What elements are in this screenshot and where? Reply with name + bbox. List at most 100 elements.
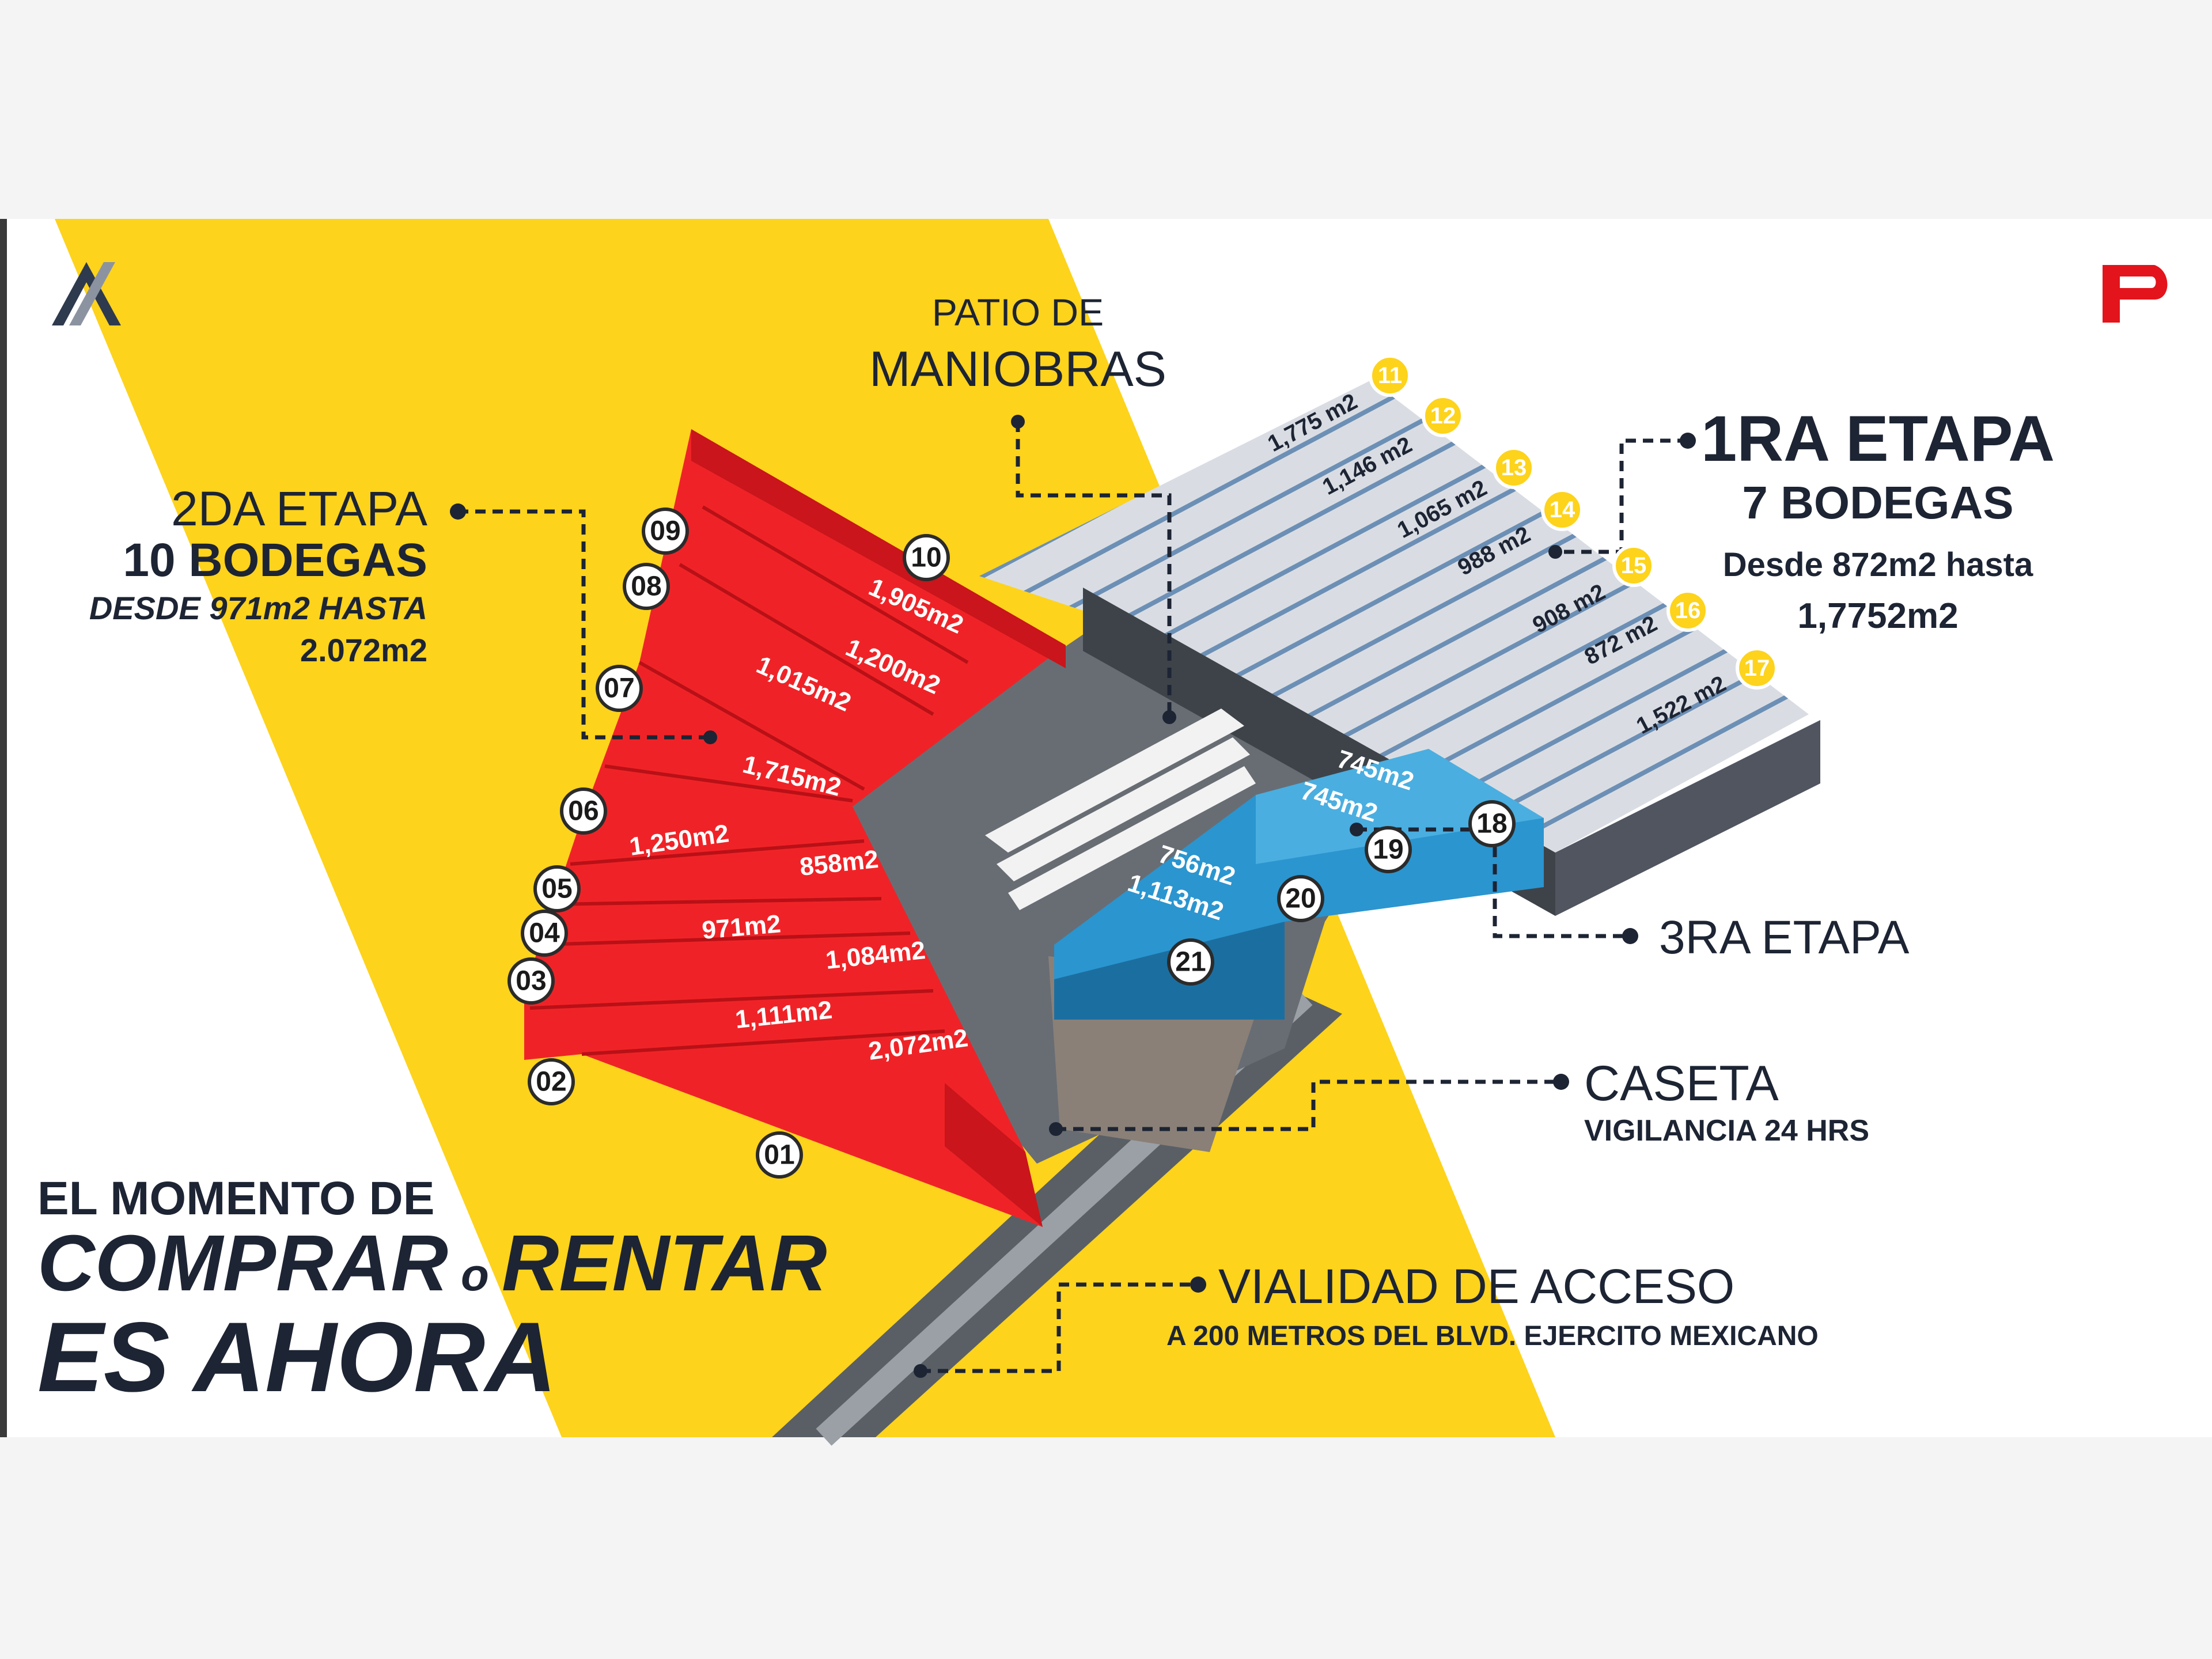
stage2-range-line2: 2.072m2 (300, 632, 427, 668)
stage2-dividers (529, 505, 969, 1056)
lot-marker-05-circle (533, 865, 581, 912)
lot-marker-02-number: 02 (536, 1067, 566, 1097)
lot-marker-18: 18 (1468, 800, 1516, 847)
lot-marker-20-number: 20 (1285, 884, 1316, 914)
lot-marker-14-number: 14 (1550, 497, 1575, 522)
headline-rentar: RENTAR (502, 1219, 827, 1308)
lot-marker-01: 01 (756, 1131, 803, 1179)
stage2-count: 10 BODEGAS (123, 534, 427, 586)
lot-marker-05: 05 (533, 865, 581, 912)
lot-marker-03-circle (507, 957, 555, 1005)
stage2-red-block (524, 429, 1066, 1227)
lot-marker-18-number: 18 (1476, 809, 1507, 839)
stage1-dot-start (1680, 433, 1696, 449)
lot-marker-04: 04 (521, 910, 568, 957)
access-dot-end (1190, 1277, 1206, 1293)
lot-marker-01-circle (756, 1131, 803, 1179)
lot-marker-10: 10 (903, 534, 950, 581)
lot-marker-03-number: 03 (516, 966, 546, 997)
lot-marker-12-circle (1422, 395, 1464, 437)
patio-dot-bottom (1162, 710, 1176, 724)
lot-marker-13-number: 13 (1501, 455, 1527, 480)
lot-marker-02: 02 (528, 1058, 575, 1105)
lot-marker-10-circle (903, 534, 950, 581)
lot-marker-13-circle (1493, 446, 1535, 489)
stage2-dot-end (703, 730, 717, 744)
headline-line3: ES AHORA (37, 1302, 557, 1412)
lot-area-04: 971m2 (701, 910, 782, 945)
p-logo-icon (2103, 265, 2168, 323)
stage2-red-front (945, 1083, 1043, 1227)
lot-marker-20-circle (1277, 875, 1324, 922)
lot-marker-04-circle (521, 910, 568, 957)
triangle-logo-icon (52, 262, 121, 325)
stage3-leader (1357, 827, 1630, 938)
lot-marker-13: 13 (1493, 446, 1535, 489)
lot-marker-08: 08 (623, 563, 670, 610)
lot-marker-19-circle (1365, 826, 1412, 873)
lot-marker-09-circle (642, 507, 689, 555)
lot-marker-15: 15 (1612, 544, 1655, 587)
lot-marker-14: 14 (1541, 488, 1584, 531)
access-leader (921, 1282, 1198, 1373)
patio-label-line2: MANIOBRAS (869, 342, 1166, 397)
caseta-dot-start (1049, 1122, 1063, 1136)
stage2-count-number: 10 (123, 534, 175, 586)
lot-marker-06-circle (560, 787, 607, 835)
lot-marker-08-circle (623, 563, 670, 610)
headline-line2: COMPRAR o RENTAR (37, 1219, 827, 1308)
lot-marker-07-number: 07 (604, 673, 634, 704)
stage2-leader (458, 509, 710, 740)
patio-dot-top (1011, 415, 1025, 429)
lot-marker-06-number: 06 (568, 796, 599, 827)
access-title: VIALIDAD DE ACCESO (1218, 1259, 1734, 1313)
stage3-dot-end (1622, 928, 1638, 944)
lot-marker-02-circle (528, 1058, 575, 1105)
lot-marker-19-number: 19 (1373, 835, 1403, 865)
lot-marker-12-number: 12 (1430, 403, 1456, 429)
access-subtitle: A 200 METROS DEL BLVD. EJERCITO MEXICANO (1166, 1321, 1819, 1351)
lot-marker-21: 21 (1167, 938, 1214, 986)
caseta-title: CASETA (1584, 1056, 1779, 1111)
lot-marker-03: 03 (507, 957, 555, 1005)
lot-marker-12: 12 (1422, 395, 1464, 437)
stage2-dot-start (450, 503, 466, 520)
caseta-subtitle: VIGILANCIA 24 HRS (1584, 1114, 1869, 1147)
caseta-dot-end (1553, 1074, 1569, 1090)
lot-marker-18-circle (1468, 800, 1516, 847)
stage1-range-line1: Desde 872m2 hasta (1723, 546, 2033, 584)
stage2-red-shade (691, 429, 1066, 668)
lot-marker-21-circle (1167, 938, 1214, 986)
lot-marker-11: 11 (1369, 354, 1411, 397)
lot-marker-21-number: 21 (1175, 947, 1206, 978)
caseta-leader (1056, 1080, 1561, 1131)
lot-marker-07: 07 (596, 665, 643, 712)
patio-label-line1: PATIO DE (932, 291, 1104, 334)
headline-line1: EL MOMENTO DE (37, 1172, 434, 1225)
lot-marker-15-number: 15 (1621, 553, 1647, 578)
lot-marker-16-circle (1666, 589, 1709, 632)
lot-marker-08-number: 08 (631, 571, 661, 602)
lot-marker-11-circle (1369, 354, 1411, 397)
stage1-range-line2: 1,7752m2 (1797, 596, 1958, 636)
stage3-title: 3RA ETAPA (1659, 911, 1910, 964)
stage2-range-line1: DESDE 971m2 HASTA (89, 590, 427, 626)
lot-marker-17-circle (1736, 647, 1778, 690)
lot-marker-06: 06 (560, 787, 607, 835)
lot-marker-15-circle (1612, 544, 1655, 587)
patio-leader (1016, 422, 1172, 717)
lot-marker-14-circle (1541, 488, 1584, 531)
lot-marker-09-number: 09 (650, 516, 680, 547)
headline-comprar: COMPRAR (37, 1219, 448, 1308)
parked-trailers (985, 709, 1256, 910)
headline-o: o (461, 1249, 489, 1300)
stage1-dot-end (1548, 545, 1562, 559)
lot-marker-09: 09 (642, 507, 689, 555)
lot-marker-20: 20 (1277, 875, 1324, 922)
stage2-count-word: BODEGAS (188, 534, 427, 586)
stage1-roof-block (979, 380, 1809, 853)
lot-marker-16-number: 16 (1675, 598, 1701, 623)
lot-marker-07-circle (596, 665, 643, 712)
lot-marker-17-number: 17 (1744, 656, 1770, 681)
